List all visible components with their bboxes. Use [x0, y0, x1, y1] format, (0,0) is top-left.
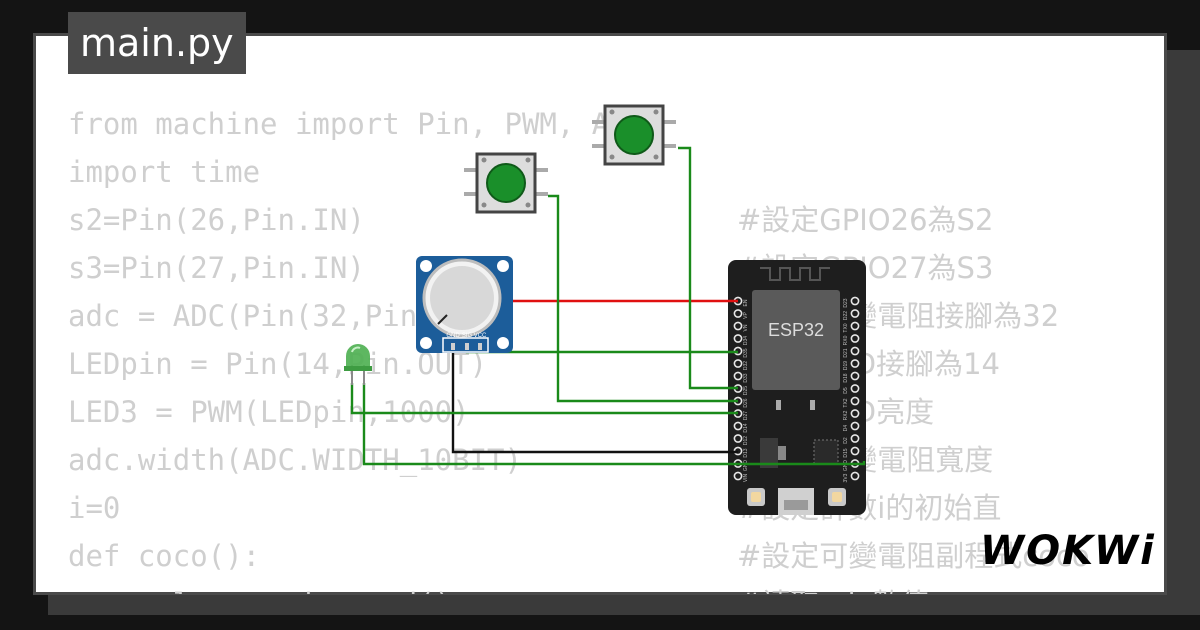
board-pin[interactable] [850, 371, 860, 381]
board-pin-label: D5 [843, 387, 849, 394]
potentiometer[interactable]: GND SIG VCC [416, 256, 513, 353]
board-pin-label: VN [743, 324, 749, 331]
pot-knob-indicator [437, 314, 448, 325]
usb-chip [813, 439, 839, 465]
board-pin-label: D27 [743, 411, 749, 420]
pot-pin-label: VCC [474, 333, 487, 339]
wire-button1 [548, 194, 738, 403]
board-pin[interactable] [850, 434, 860, 443]
code-line: value = adc.read() [68, 580, 452, 594]
wire-button2 [678, 146, 738, 390]
pot-pin-label: GND [446, 333, 460, 339]
board-pin[interactable] [850, 471, 860, 481]
code-line: s2=Pin(26,Pin.IN) [68, 203, 365, 237]
board-pin[interactable] [850, 359, 860, 368]
board-pin[interactable] [733, 321, 743, 331]
board-pin-label: TX0 [843, 323, 849, 332]
board-pin-label: GND [843, 460, 849, 472]
esp32-board[interactable]: ESP32 ENVPVND34D35D32D33D25D26D27D14D12D… [728, 260, 866, 515]
board-pin[interactable] [850, 409, 860, 418]
board-pin[interactable] [733, 434, 743, 443]
board-pin[interactable] [733, 309, 743, 318]
code-line: i=0 [68, 491, 121, 525]
code-line: def coco(): [68, 539, 261, 573]
board-pin-label: VIN [743, 473, 749, 482]
pot-pin-label: SIG [462, 333, 473, 339]
board-pin-label: D32 [743, 361, 749, 370]
board-pin-label: VP [743, 312, 749, 319]
board-pin-label: D22 [843, 311, 849, 320]
board-pin-label: D14 [743, 423, 749, 432]
board-pin[interactable] [850, 334, 860, 343]
pushbutton-2[interactable] [592, 104, 676, 166]
board-pin[interactable] [850, 321, 860, 331]
board-pin-label: 3V3 [843, 473, 849, 482]
board-pin-label: D19 [843, 361, 849, 370]
board-pin-label: RX2 [843, 410, 849, 420]
code-line: adc.width(ADC.WIDTH_10BIT) [68, 443, 522, 477]
antenna-icon [760, 267, 830, 281]
code-line: s3=Pin(27,Pin.IN) [68, 251, 365, 285]
board-pin[interactable] [733, 371, 743, 381]
board-pin[interactable] [733, 421, 743, 431]
wire-vcc [478, 299, 738, 346]
code-comment: #設定可變電阻副程式coco [737, 539, 1090, 573]
board-pin-label: D34 [743, 336, 749, 345]
board-pin[interactable] [850, 309, 860, 318]
board-pin-label: D15 [843, 448, 849, 457]
board-pin[interactable] [850, 346, 860, 356]
board-pin[interactable] [850, 396, 860, 406]
board-pin-label: D13 [743, 448, 749, 457]
board-pin[interactable] [733, 334, 743, 343]
esp32-module [752, 290, 840, 390]
board-pin-label: D2 [843, 437, 849, 444]
board-pin-label: GND [743, 460, 749, 472]
board-pin-label: D18 [843, 373, 849, 382]
wire-led-cathode [362, 383, 866, 466]
wire-led-anode [350, 383, 738, 415]
wokwi-logo: WOKWi [980, 528, 1156, 574]
board-label: ESP32 [768, 320, 824, 340]
board-pin-label: EN [743, 299, 749, 306]
board-pin[interactable] [850, 446, 860, 456]
board-pin-label: D12 [743, 436, 749, 445]
board-pin[interactable] [733, 359, 743, 368]
board-pin-label: D25 [743, 386, 749, 395]
board-pin-label: D35 [743, 348, 749, 357]
code-line: import time [68, 155, 261, 189]
board-pin[interactable] [733, 471, 743, 481]
canvas-card [33, 33, 1167, 595]
board-pin-label: TX2 [843, 398, 849, 407]
board-pin-label: D33 [743, 373, 749, 382]
board-pin-label: D4 [843, 425, 849, 432]
pushbutton-1[interactable] [464, 152, 548, 214]
led[interactable] [344, 344, 372, 385]
board-pin-label: D23 [843, 298, 849, 307]
board-pin-label: D26 [743, 398, 749, 407]
board-pin[interactable] [850, 384, 860, 393]
board-pin[interactable] [850, 296, 860, 306]
code-comment: #設定GPIO26為S2 [737, 203, 994, 237]
wire-gnd [451, 346, 738, 454]
code-comment: #讀取adc數值 [737, 580, 929, 594]
code-line: LED3 = PWM(LEDpin,1000) [68, 395, 470, 429]
board-pin[interactable] [850, 421, 860, 431]
board-pin-label: RX0 [843, 335, 849, 345]
board-pin-label: D21 [843, 348, 849, 357]
file-tab[interactable]: main.py [68, 12, 246, 74]
regulator-chip [760, 438, 778, 468]
